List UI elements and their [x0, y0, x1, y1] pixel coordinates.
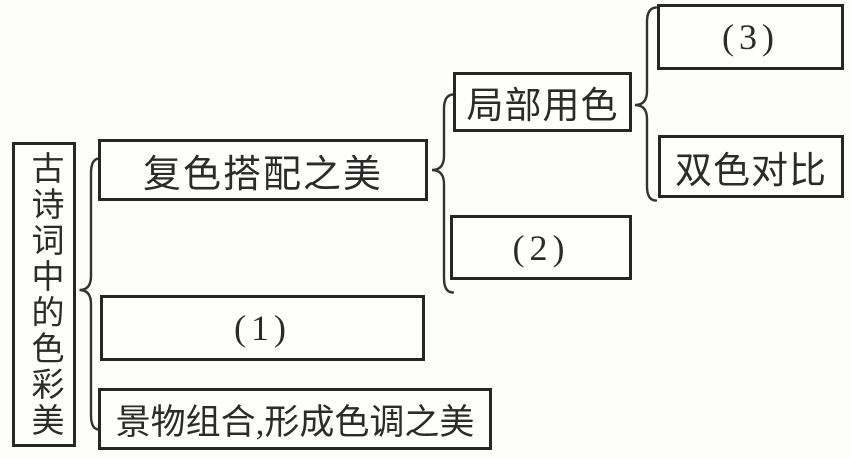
node-compound-color-matching-label: 复色搭配之美	[142, 153, 383, 196]
node-two-color-contrast: 双色对比	[658, 135, 844, 198]
curly-brace-icon	[79, 157, 100, 431]
root-node-gushici-color-beauty: 古诗词中的色彩美	[12, 142, 76, 447]
node-blank-2-label: (2)	[512, 227, 570, 268]
brace-local-to-children	[633, 6, 657, 202]
node-scene-combination-tone-beauty-label: 景物组合,形成色调之美	[115, 402, 475, 442]
node-local-color-use: 局部用色	[453, 72, 632, 132]
root-node-label: 古诗词中的色彩美	[26, 150, 62, 439]
node-blank-3-label: (3)	[722, 17, 779, 57]
node-blank-1-label: (1)	[234, 308, 291, 348]
brace-compound-to-children	[430, 93, 454, 294]
node-blank-3: (3)	[657, 4, 844, 70]
node-blank-1: (1)	[100, 295, 425, 361]
node-local-color-use-label: 局部用色	[466, 86, 619, 127]
curly-brace-icon	[634, 6, 657, 202]
node-two-color-contrast-label: 双色对比	[675, 150, 827, 192]
curly-brace-icon	[431, 93, 454, 294]
brace-root-to-branches	[78, 157, 100, 431]
node-blank-2: (2)	[450, 215, 632, 280]
node-compound-color-matching: 复色搭配之美	[98, 139, 428, 201]
node-scene-combination-tone-beauty: 景物组合,形成色调之美	[98, 388, 492, 450]
